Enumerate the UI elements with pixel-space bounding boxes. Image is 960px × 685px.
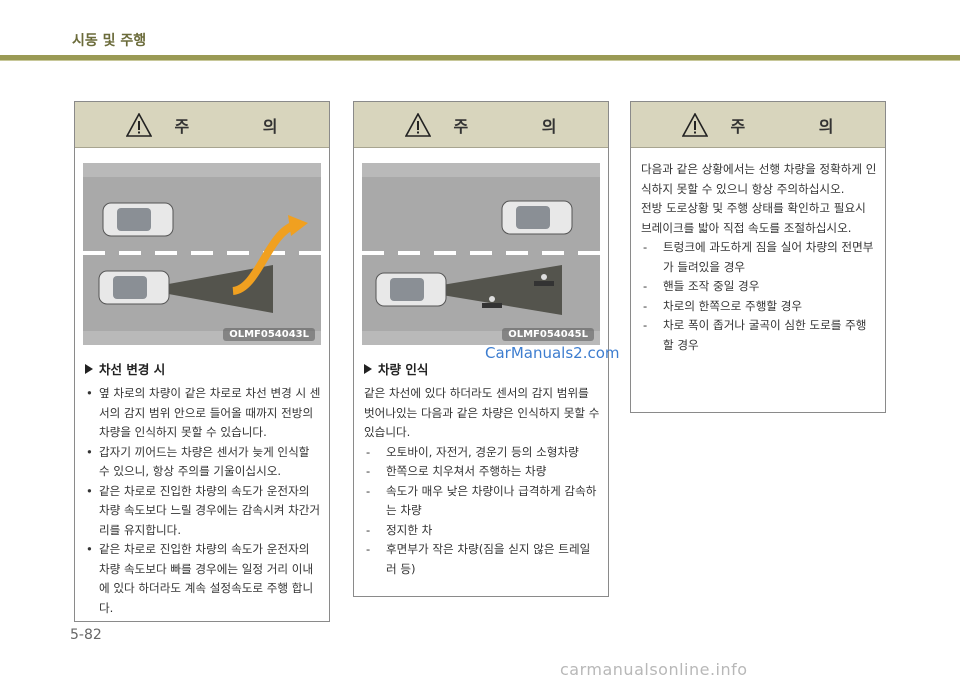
triangle-bullet-icon	[85, 364, 93, 374]
triangle-bullet-icon	[364, 364, 372, 374]
section-title-text: 차량 인식	[378, 362, 429, 377]
caution-panel-lane-change: 주 의 OLMF054043L 차선	[74, 101, 330, 622]
lane-change-illustration: OLMF054043L	[83, 163, 321, 345]
list-item: 후면부가 작은 차량(짐을 싣지 않은 트레일러 등)	[364, 540, 600, 579]
car-icon	[98, 270, 170, 305]
caution-label: 주 의	[730, 116, 868, 136]
car-icon	[501, 200, 573, 235]
section-title: 차량 인식	[364, 359, 608, 378]
image-code: OLMF054045L	[502, 328, 594, 341]
watermark-site: CarManuals2.com	[485, 344, 620, 362]
list-item: 차로의 한쪽으로 주행할 경우	[641, 297, 877, 317]
caution-label: 주 의	[174, 116, 312, 136]
motorcycle-icon	[482, 274, 554, 308]
list-item: 트렁크에 과도하게 짐을 실어 차량의 전면부가 들려있을 경우	[641, 238, 877, 277]
caution-panel-situations: 주 의 다음과 같은 상황에서는 선행 차량을 정확하게 인식하지 못할 수 있…	[630, 101, 886, 413]
list-item: 갑자기 끼어드는 차량은 센서가 늦게 인식할 수 있으니, 항상 주의를 기울…	[85, 443, 321, 482]
warning-triangle-icon	[126, 112, 153, 137]
header-bar-line	[0, 60, 960, 61]
bullet-list: 옆 차로의 차량이 같은 차로로 차선 변경 시 센서의 감지 범위 안으로 들…	[75, 384, 329, 618]
page-number: 5-82	[70, 627, 102, 643]
caution-label: 주 의	[453, 116, 591, 136]
car-icon	[102, 202, 174, 237]
caution-header: 주 의	[75, 102, 329, 148]
car-icon	[375, 272, 447, 307]
list-item: 핸들 조작 중일 경우	[641, 277, 877, 297]
list-item: 옆 차로의 차량이 같은 차로로 차선 변경 시 센서의 감지 범위 안으로 들…	[85, 384, 321, 443]
caution-header: 주 의	[354, 102, 608, 148]
header-bar	[0, 55, 960, 60]
list-item: 한쪽으로 치우쳐서 주행하는 차량	[364, 462, 600, 482]
list-item: 같은 차로로 진입한 차량의 속도가 운전자의 차량 속도보다 빠를 경우에는 …	[85, 540, 321, 618]
dash-list: 오토바이, 자전거, 경운기 등의 소형차량 한쪽으로 치우쳐서 주행하는 차량…	[354, 443, 608, 580]
warning-triangle-icon	[405, 112, 432, 137]
intro-paragraph: 같은 차선에 있다 하더라도 센서의 감지 범위를 벗어나있는 다음과 같은 차…	[364, 386, 600, 439]
header-title: 시동 및 주행	[72, 33, 147, 49]
list-item: 오토바이, 자전거, 경운기 등의 소형차량	[364, 443, 600, 463]
section-title-text: 차선 변경 시	[99, 362, 166, 377]
section-title: 차선 변경 시	[85, 359, 329, 378]
warning-triangle-icon	[682, 112, 709, 137]
dash-list: 트렁크에 과도하게 짐을 실어 차량의 전면부가 들려있을 경우 핸들 조작 중…	[631, 238, 885, 355]
caution-header: 주 의	[631, 102, 885, 148]
caution-panel-vehicle-recognition: 주 의	[353, 101, 609, 597]
list-item: 속도가 매우 낮은 차량이나 급격하게 감속하는 차량	[364, 482, 600, 521]
watermark-bottom: carmanualsonline.info	[560, 660, 748, 679]
image-code: OLMF054043L	[223, 328, 315, 341]
list-item: 차로 폭이 좁거나 굴곡이 심한 도로를 주행할 경우	[641, 316, 877, 355]
intro-paragraph: 다음과 같은 상황에서는 선행 차량을 정확하게 인식하지 못할 수 있으니 항…	[641, 162, 877, 196]
list-item: 같은 차로로 진입한 차량의 속도가 운전자의 차량 속도보다 느릴 경우에는 …	[85, 482, 321, 541]
vehicle-recognition-illustration: OLMF054045L	[362, 163, 600, 345]
list-item: 정지한 차	[364, 521, 600, 541]
intro-paragraph: 전방 도로상황 및 주행 상태를 확인하고 필요시 브레이크를 밟아 직접 속도…	[641, 201, 866, 235]
